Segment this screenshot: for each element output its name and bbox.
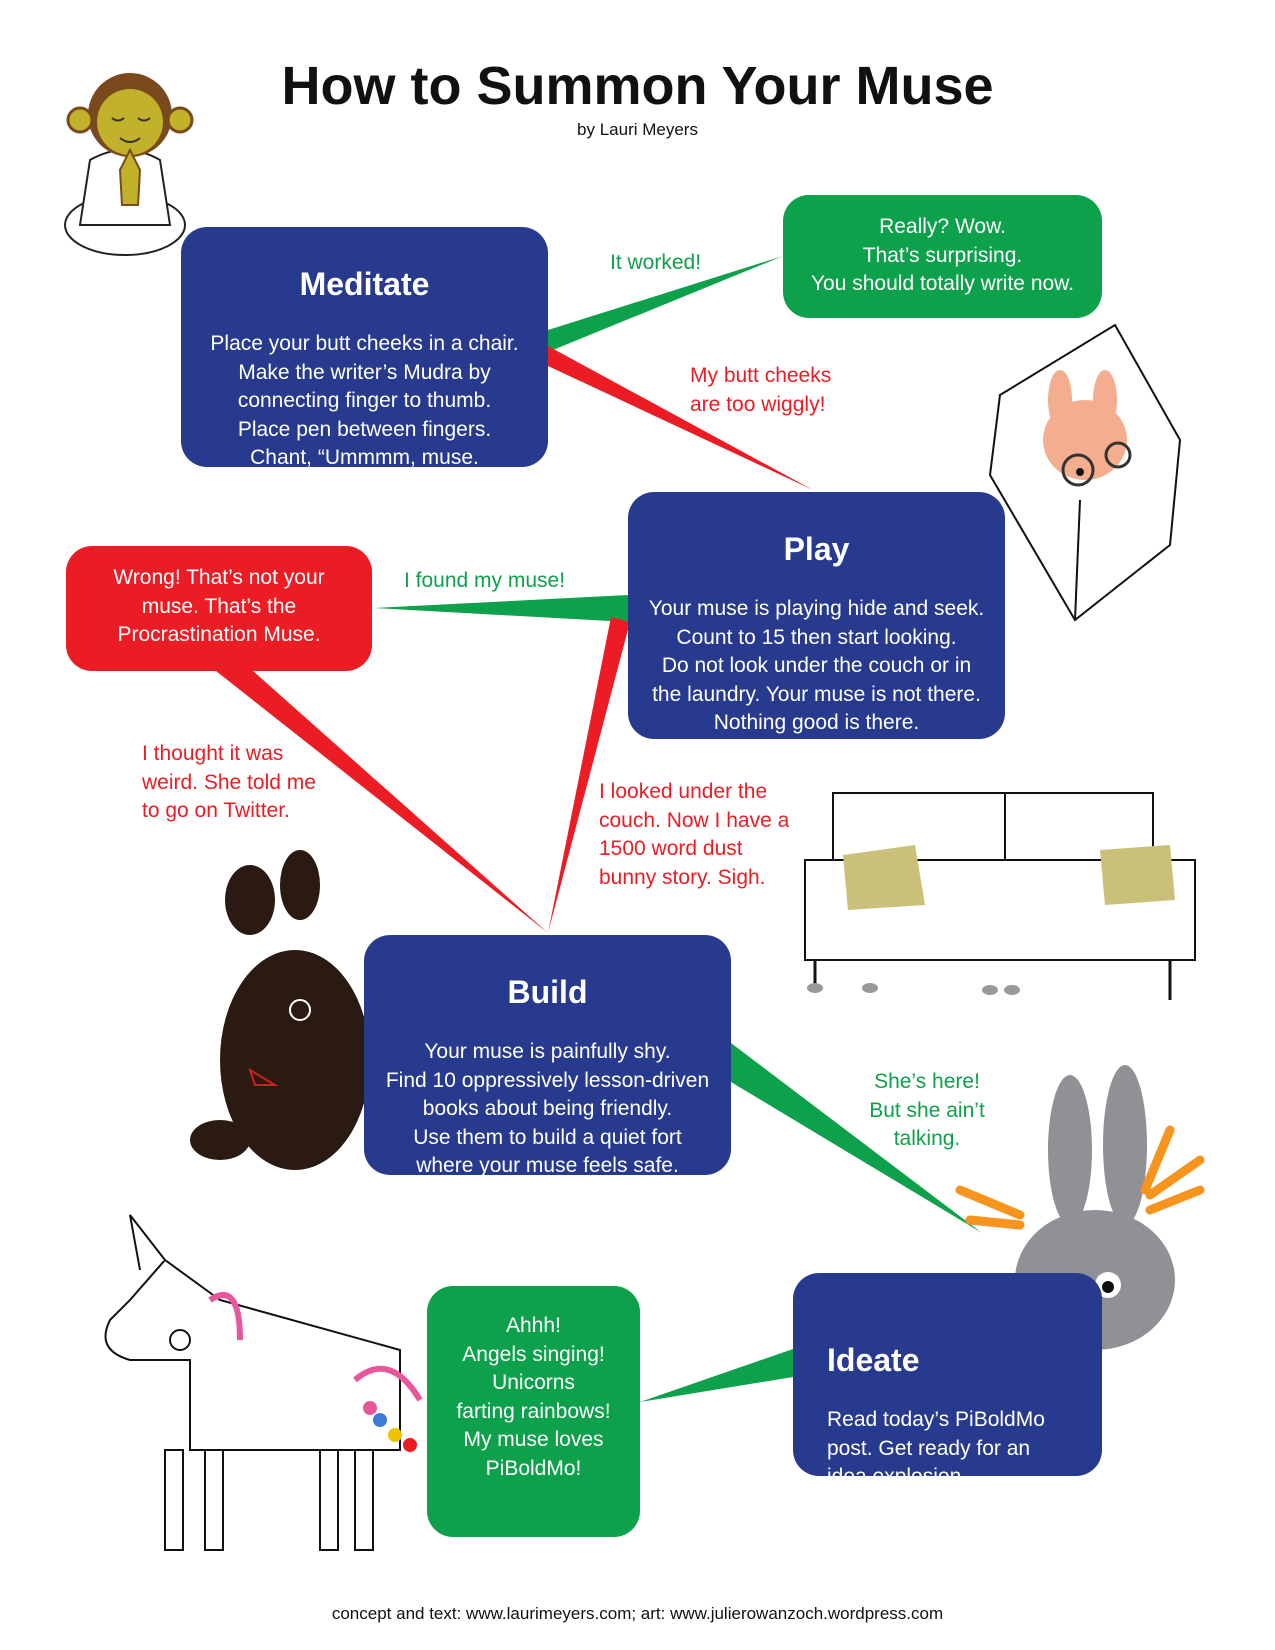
step-heading: Build <box>507 973 588 1010</box>
connector-meditate-worked <box>548 256 783 352</box>
couch-illustration <box>804 792 1196 1000</box>
step-build: Build Your muse is painfully shy. Find 1… <box>364 935 731 1177</box>
connector-procrastination-build <box>216 671 548 933</box>
page-title: How to Summon Your Muse <box>281 56 994 116</box>
label-wiggly: My butt cheeks are too wiggly! <box>690 364 832 416</box>
step-text: Place your butt cheeks in a chair. Make … <box>210 332 519 498</box>
label-couch: I looked under the couch. Now I have a 1… <box>599 780 790 889</box>
step-meditate: Meditate Place your butt cheeks in a cha… <box>181 227 548 498</box>
step-heading: Ideate <box>827 1341 920 1378</box>
unicorn-illustration <box>104 1214 423 1551</box>
label-found: I found my muse! <box>404 569 566 592</box>
connector-play-build <box>548 617 630 933</box>
label-here: She’s here! But she ain’t talking. <box>869 1070 985 1150</box>
step-heading: Play <box>783 530 850 567</box>
outcome-surprise: Really? Wow. That’s surprising. You shou… <box>783 195 1102 318</box>
box-bunny-illustration <box>988 323 1182 622</box>
monkey-illustration <box>64 73 194 256</box>
outcome-angels: Ahhh! Angels singing! Unicorns farting r… <box>427 1286 640 1537</box>
footer-credits: concept and text: www.laurimeyers.com; a… <box>331 1604 944 1623</box>
step-play: Play Your muse is playing hide and seek.… <box>628 492 1005 739</box>
label-twitter: I thought it was weird. She told me to g… <box>142 742 316 822</box>
connector-meditate-play <box>548 346 813 490</box>
step-text: Your muse is painfully shy. Find 10 oppr… <box>385 1040 710 1177</box>
connector-ideate-angels <box>640 1349 793 1402</box>
connector-play-found <box>374 595 628 622</box>
label-it-worked: It worked! <box>610 251 702 274</box>
step-text: Your muse is playing hide and seek. Coun… <box>648 597 985 734</box>
byline: by Lauri Meyers <box>577 120 698 139</box>
connector-build-ideate <box>731 1043 982 1233</box>
bear-illustration <box>190 850 370 1170</box>
step-ideate: Ideate Read today’s PiBoldMo post. Get r… <box>793 1273 1102 1488</box>
outcome-procrastination: Wrong! That’s not your muse. That’s the … <box>66 546 372 671</box>
step-heading: Meditate <box>299 265 430 302</box>
step-text: Read today’s PiBoldMo post. Get ready fo… <box>827 1408 1045 1488</box>
